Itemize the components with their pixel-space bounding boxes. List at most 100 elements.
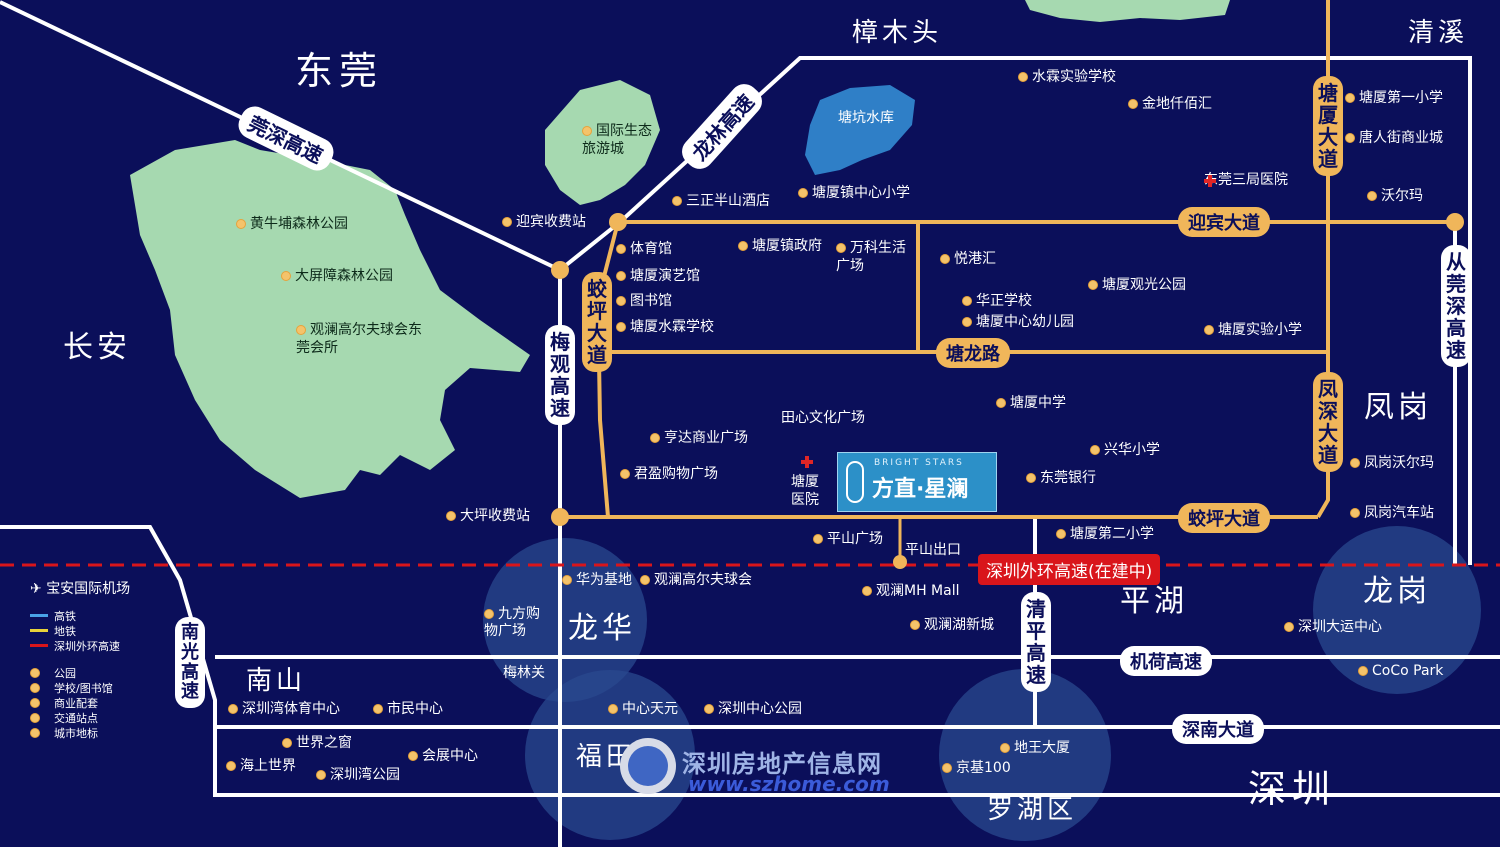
landmark-icon	[408, 751, 418, 761]
theater-icon	[616, 271, 626, 281]
poi-hengda: 亨达商业广场	[650, 431, 748, 445]
project-chinese-name: 方直·星澜	[872, 477, 969, 502]
shopping-icon	[484, 609, 494, 619]
poi-tangxia-middle: 塘厦中学	[996, 396, 1066, 410]
legend-school: 学校/图书馆	[30, 680, 190, 695]
legend-park: 公园	[30, 665, 190, 680]
road-qingping-label: 清平高速	[1021, 592, 1051, 692]
poi-yingbin-toll: 迎宾收费站	[502, 215, 586, 229]
district-nanshan: 南山	[246, 666, 307, 696]
district-longhua: 龙华	[568, 611, 636, 646]
poi-tianxin-plaza: 田心文化广场	[781, 410, 865, 426]
legend-transport: 交通站点	[30, 710, 190, 725]
district-fenggang: 凤岗	[1364, 390, 1432, 425]
hospital-icon	[1204, 175, 1216, 187]
park-icon	[30, 668, 40, 678]
golf-icon	[296, 325, 306, 335]
park-icon	[582, 126, 592, 136]
park-icon	[704, 704, 714, 714]
road-outer-ring-label: 深圳外环高速(在建中)	[978, 554, 1161, 585]
landmark-icon	[373, 704, 383, 714]
poi-window-world: 世界之窗	[282, 736, 352, 750]
school-icon	[962, 317, 972, 327]
poi-eco-city: 国际生态旅游城	[582, 123, 652, 157]
bank-icon	[1026, 473, 1036, 483]
school-icon	[1056, 529, 1066, 539]
shopping-icon	[620, 469, 630, 479]
longlin-highway-line	[558, 56, 1472, 565]
legend-metro: 地铁	[30, 623, 190, 638]
poi-meilinguan: 梅林关	[503, 665, 545, 681]
shopping-icon	[940, 254, 950, 264]
longhua-halo	[483, 538, 647, 702]
rail-swatch	[30, 614, 48, 617]
road-yingbin-label: 迎宾大道	[1178, 207, 1270, 237]
poi-fenggang-bus: 凤岗汽车站	[1350, 506, 1434, 520]
transport-icon	[502, 217, 512, 227]
landmark-icon	[562, 575, 572, 585]
watermark-title: 深圳房地产信息网	[682, 750, 882, 778]
landmark-icon	[282, 738, 292, 748]
poi-huangniupu: 黄牛埔森林公园	[236, 217, 348, 231]
district-luohu: 罗湖区	[987, 795, 1078, 825]
poi-bay-park: 深圳湾公园	[316, 768, 400, 782]
project-marker[interactable]: BRIGHT STARS 方直·星澜	[837, 452, 997, 512]
poi-fenggang-walmart: 凤岗沃尔玛	[1350, 456, 1434, 470]
poi-tangxia-central-primary: 塘厦镇中心小学	[798, 186, 910, 200]
poi-guanlan-mall: 观澜MH Mall	[862, 584, 960, 598]
library-icon	[616, 296, 626, 306]
hotel-icon	[672, 196, 682, 206]
district-shenzhen: 深圳	[1248, 767, 1337, 811]
road-tanglong-label: 塘龙路	[936, 338, 1010, 368]
transport-icon	[446, 511, 456, 521]
legend-airport: ✈ 宝安国际机场	[30, 581, 131, 597]
watermark-logo-icon	[620, 738, 676, 794]
metro-swatch	[30, 629, 48, 632]
luohu-halo	[939, 669, 1111, 841]
shopping-icon	[1345, 133, 1355, 143]
ring-swatch	[30, 644, 48, 647]
landmark-icon	[910, 620, 920, 630]
landmark-icon	[226, 761, 236, 771]
poi-stadium: 体育馆	[616, 242, 672, 256]
school-icon	[798, 188, 808, 198]
shopping-icon	[1367, 191, 1377, 201]
poi-jiufang: 九方购物广场	[484, 606, 540, 639]
poi-tangxia-gov: 塘厦镇政府	[738, 239, 822, 253]
school-icon	[1088, 280, 1098, 290]
shopping-icon	[650, 433, 660, 443]
poi-tangxia-hospital: 塘厦医院	[791, 474, 819, 508]
longgang-halo	[1313, 526, 1481, 694]
poi-dongguan-bank: 东莞银行	[1026, 471, 1096, 485]
poi-dongguan-hosp3: 东莞三局医院	[1204, 172, 1288, 188]
airplane-icon: ✈	[30, 581, 47, 597]
district-longgang: 龙岗	[1363, 574, 1431, 609]
project-english-name: BRIGHT STARS	[874, 458, 964, 468]
landmark-icon	[30, 728, 40, 738]
district-zhangmutou: 樟木头	[852, 18, 943, 48]
poi-walmart: 沃尔玛	[1367, 189, 1423, 203]
poi-mission-hills-dg: 观澜高尔夫球会东莞会所	[296, 322, 422, 356]
shopping-icon	[862, 586, 872, 596]
poi-theater: 塘厦演艺馆	[616, 269, 700, 283]
school-icon	[1090, 445, 1100, 455]
landmark-icon	[1000, 743, 1010, 753]
poi-library: 图书馆	[616, 294, 672, 308]
golf-icon	[640, 575, 650, 585]
park-icon	[281, 271, 291, 281]
poi-sea-world: 海上世界	[226, 759, 296, 773]
futian-halo	[525, 670, 695, 840]
poi-cocopark: CoCo Park	[1358, 664, 1443, 678]
poi-universiade: 深圳大运中心	[1284, 620, 1382, 634]
school-icon	[1345, 93, 1355, 103]
district-qingxi: 清溪	[1408, 18, 1469, 48]
landmark-icon	[942, 763, 952, 773]
poi-daping-toll: 大坪收费站	[446, 509, 530, 523]
poi-yuegang: 悦港汇	[940, 252, 996, 266]
shopping-icon	[836, 243, 846, 253]
poi-huawei: 华为基地	[562, 573, 632, 587]
poi-shuilin-school: 水霖实验学校	[1018, 70, 1116, 84]
poi-tangxia-primary2: 塘厦第二小学	[1056, 527, 1154, 541]
